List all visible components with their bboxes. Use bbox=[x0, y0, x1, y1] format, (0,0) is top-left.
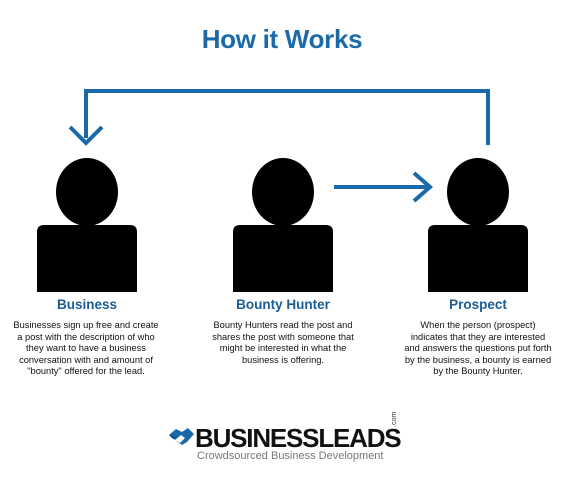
logo-suffix: .com bbox=[391, 411, 398, 427]
business-title: Business bbox=[56, 297, 118, 312]
business-description: Businesses sign up free and create a pos… bbox=[13, 320, 159, 377]
prospect-description: When the person (prospect) indicates tha… bbox=[404, 320, 552, 377]
businessleads-logo: BUSINESSLEADS .com Crowdsourced Business… bbox=[167, 412, 407, 465]
logo-wordmark: BUSINESSLEADS bbox=[195, 423, 402, 453]
page-title: How it Works bbox=[201, 24, 363, 54]
bounty-hunter-description: Bounty Hunters read the post and shares … bbox=[212, 320, 354, 365]
forward-arrow bbox=[334, 171, 434, 203]
logo-tagline: Crowdsourced Business Development bbox=[197, 450, 384, 462]
handshake-icon bbox=[169, 428, 194, 445]
return-arrow bbox=[68, 89, 490, 146]
prospect-title: Prospect bbox=[449, 297, 507, 312]
business-person-icon bbox=[37, 158, 137, 292]
bounty-hunter-person-icon bbox=[233, 158, 333, 292]
prospect-person-icon bbox=[428, 158, 528, 292]
bounty-hunter-title: Bounty Hunter bbox=[236, 297, 330, 312]
